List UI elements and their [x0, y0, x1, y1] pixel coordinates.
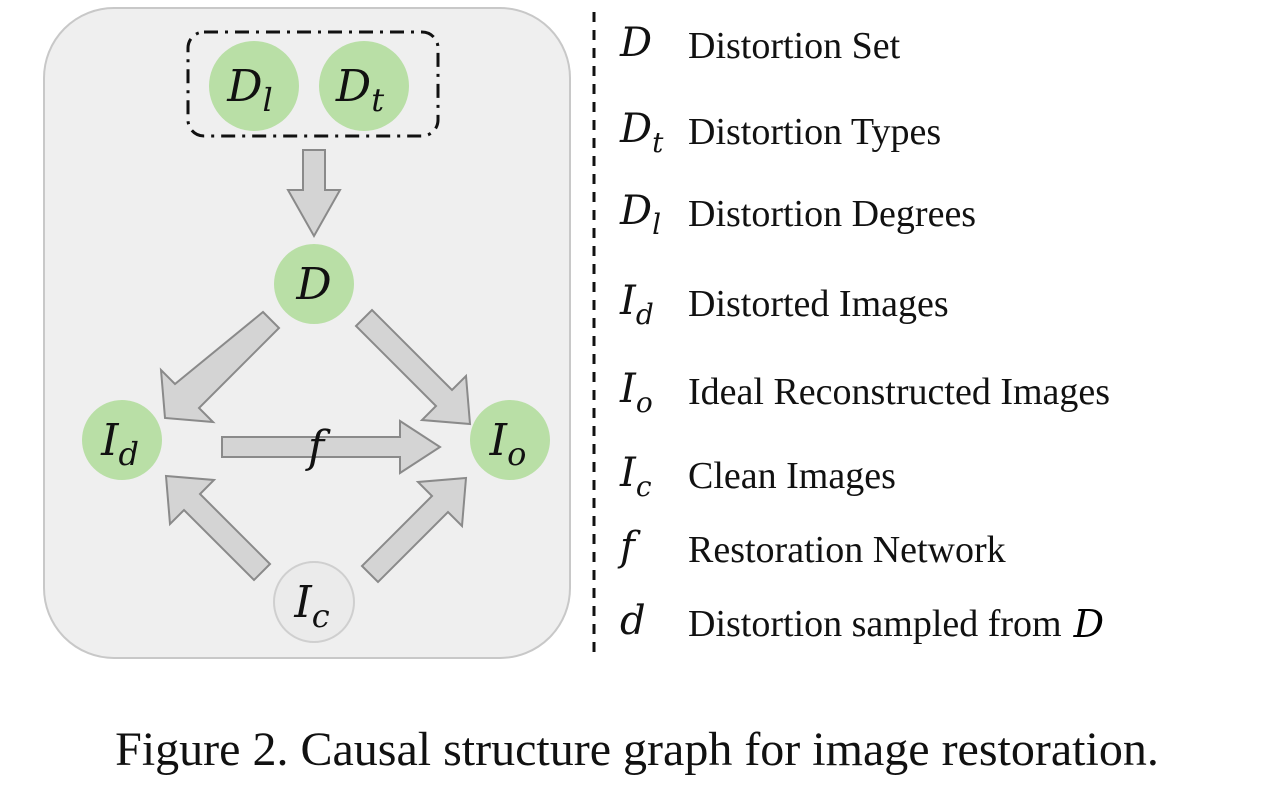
node-ic-label: Ic	[293, 577, 329, 635]
legend-description: Clean Images	[688, 455, 896, 497]
legend-description: Distortion Degrees	[688, 193, 977, 235]
legend-row-d-sample: d Distortion sampled from D	[620, 594, 1104, 654]
legend-row-id: Id Distorted Images	[620, 274, 949, 334]
legend-symbol: f	[620, 523, 635, 570]
legend-description: Distortion Set	[688, 25, 901, 67]
legend-inline-symbol: D	[1073, 602, 1105, 646]
legend-symbol: D	[620, 19, 653, 66]
legend-symbol: d	[620, 597, 646, 644]
node-io-circle	[470, 400, 550, 480]
legend-symbol: Id	[620, 277, 654, 331]
node-dl-circle	[209, 41, 299, 131]
node-dt-label: Dt	[335, 61, 384, 119]
legend-row-ic: Ic Clean Images	[620, 446, 896, 506]
legend-symbol: Io	[620, 365, 653, 419]
arrow-group-to-d	[286, 149, 342, 239]
node-d-label: D	[295, 259, 331, 310]
legend-description: Ideal Reconstructed Images	[688, 371, 1111, 413]
legend-symbol: Dl	[620, 187, 662, 241]
legend-description: Distorted Images	[688, 283, 949, 325]
node-ic-circle	[273, 561, 355, 643]
arrow-d-to-id	[159, 310, 281, 424]
arrow-ic-to-id	[164, 474, 272, 582]
legend-row-f: f Restoration Network	[620, 520, 1006, 580]
legend-row-io: Io Ideal Reconstructed Images	[620, 362, 1110, 422]
arrow-ic-to-io	[360, 476, 468, 584]
legend-description: Restoration Network	[688, 529, 1006, 571]
node-id-circle	[82, 400, 162, 480]
legend-row-dl: Dl Distortion Degrees	[620, 184, 976, 244]
node-d-circle	[274, 244, 354, 324]
arrow-d-to-io	[354, 308, 472, 426]
legend-symbol: Dt	[620, 105, 664, 159]
node-dt-circle	[319, 41, 409, 131]
legend-row-dt: Dt Distortion Types	[620, 102, 941, 162]
arrow-id-to-io-f	[221, 419, 442, 475]
legend-description: Distortion Types	[688, 111, 942, 153]
graph-panel	[43, 7, 571, 659]
node-io-label: Io	[489, 415, 527, 473]
legend-description: Distortion sampled from	[688, 603, 1062, 645]
legend-row-d: D Distortion Set	[620, 16, 900, 76]
node-id-label: Id	[100, 415, 139, 473]
legend-symbol: Ic	[620, 449, 652, 503]
node-dl-label: Dl	[226, 61, 273, 119]
figure-caption: Figure 2. Causal structure graph for ima…	[115, 723, 1159, 776]
